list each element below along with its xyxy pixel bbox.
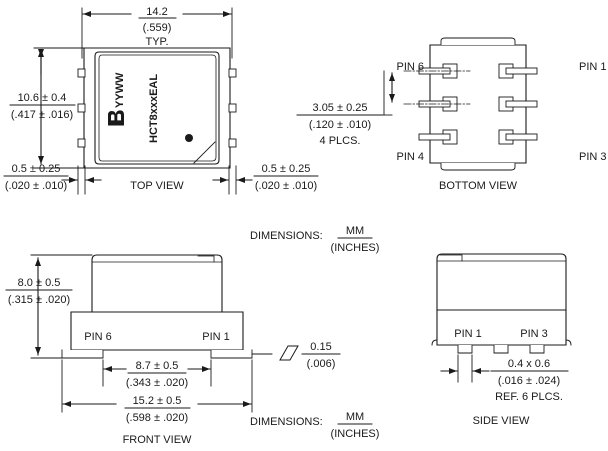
front-view-height-inch: (.315 ± .020): [8, 294, 70, 306]
front-view-height-mm: 8.0 ± 0.5: [18, 277, 61, 289]
top-view-width-mm: 14.2: [146, 6, 167, 18]
side-view-lead-note: REF. 6 PLCS.: [495, 391, 563, 403]
bottom-view-bottom-lid-edge: [440, 162, 516, 171]
front-view-outer-mm: 15.2 ± 0.5: [133, 395, 182, 407]
front-view-right-foot: [210, 349, 253, 359]
bottom-view-pitch-mm: 3.05 ± 0.25: [313, 102, 368, 114]
top-view-chamfer-line: [193, 141, 216, 164]
front-view-can-outline: [91, 254, 223, 313]
side-view-lead-extension-lines: [457, 354, 473, 383]
bottom-view-right-pads: [498, 63, 538, 145]
svg-text:YYWW: YYWW: [114, 72, 126, 108]
front-view-inner-extension-lines: [102, 359, 212, 387]
top-view-width-inch: (.559): [143, 22, 172, 34]
top-view-group: [3, 7, 319, 195]
side-view-group: [431, 253, 572, 383]
top-view-left-lead-extension-lines: [77, 165, 86, 195]
bottom-view-pin1-label: PIN 1: [579, 61, 607, 73]
side-view-pin3-label: PIN 3: [520, 328, 548, 340]
parallelogram-gdt-symbol: [279, 345, 299, 361]
front-view-left-foot: [61, 349, 104, 359]
front-view-group: [5, 254, 341, 413]
top-view-date-code-marking: YYWW: [114, 72, 126, 108]
side-view-base-outline: [436, 309, 567, 346]
front-view-can-notch: [197, 255, 215, 263]
side-view-can-notch: [439, 254, 463, 262]
top-view-polarity-dot: [185, 134, 193, 142]
front-view-flatness-mm: 0.15: [310, 341, 331, 353]
top-view-right-lead-inch: (.020 ± .010): [255, 180, 317, 192]
side-view-label: SIDE VIEW: [473, 415, 530, 427]
side-view-lead-mm: 0.4 x 0.6: [508, 358, 550, 370]
top-view-height-inch: (.417 ± .016): [11, 109, 73, 121]
dimensions-note-1-unit-numerator: MM: [346, 225, 364, 237]
top-view-width-extension-lines: [81, 7, 233, 59]
front-view-inner-inch: (.343 ± .020): [126, 377, 188, 389]
top-view-height-extension-lines: [33, 47, 85, 169]
front-view-pin1-label: PIN 1: [202, 331, 230, 343]
bottom-view-pitch-inch: (.120 ± .010): [309, 119, 371, 131]
side-view-base-right-round: [565, 339, 572, 346]
top-view-left-lead-mm: 0.5 ± 0.25: [12, 163, 61, 175]
bottom-view-pad-centerlines: [403, 70, 471, 105]
top-view-height-mm: 10.6 ± 0.4: [18, 92, 67, 104]
side-view-base-left-round: [431, 339, 438, 346]
top-view-left-lead-tabs: [77, 68, 86, 148]
bourns-logo: [108, 110, 124, 126]
bottom-view-pin4-label: PIN 4: [396, 151, 424, 163]
top-view-part-number-marking: HCT8xxxEAL: [148, 74, 160, 143]
dimensions-note-1-label: DIMENSIONS:: [250, 230, 323, 242]
bottom-view-pin3-label: PIN 3: [579, 151, 607, 163]
front-view-label: FRONT VIEW: [123, 434, 192, 446]
bottom-view-top-lid-edge: [440, 37, 516, 46]
top-view-label: TOP VIEW: [130, 180, 184, 192]
dimensions-note-2-unit-numerator: MM: [346, 411, 364, 423]
dimensions-note-1-unit-denominator: (INCHES): [331, 242, 380, 254]
front-view-inner-mm: 8.7 ± 0.5: [136, 360, 179, 372]
svg-text:HCT8xxxEAL: HCT8xxxEAL: [148, 74, 160, 143]
dimensions-note-2-unit-denominator: (INCHES): [331, 428, 380, 440]
bottom-view-pitch-dimension-line: [383, 70, 395, 116]
bottom-view-pitch-note: 4 PLCS.: [320, 135, 361, 147]
front-view-flatness-inch: (.006): [307, 358, 336, 370]
side-view-lead-inch: (.016 ± .024): [498, 375, 560, 387]
front-view-outer-inch: (.598 ± .020): [126, 412, 188, 424]
front-view-height-extension-lines: [30, 254, 93, 359]
bottom-view-group: [296, 37, 538, 171]
top-view-width-note: TYP.: [145, 36, 168, 48]
front-view-outer-extension-lines: [61, 359, 253, 413]
bottom-view-pin6-label: PIN 6: [396, 61, 424, 73]
front-view-pin6-label: PIN 6: [84, 331, 112, 343]
top-view-lid-rim-inner: [98, 54, 217, 162]
top-view-right-lead-tabs: [228, 68, 237, 148]
top-view-right-lead-mm: 0.5 ± 0.25: [262, 163, 311, 175]
side-view-feet: [457, 344, 545, 354]
top-view-left-lead-inch: (.020 ± .010): [5, 180, 67, 192]
side-view-pin1-label: PIN 1: [454, 328, 482, 340]
dimensions-note-2-label: DIMENSIONS:: [250, 416, 323, 428]
bottom-view-label: BOTTOM VIEW: [439, 180, 518, 192]
side-view-can-outline: [436, 253, 567, 311]
top-view-right-lead-extension-lines: [228, 165, 237, 195]
